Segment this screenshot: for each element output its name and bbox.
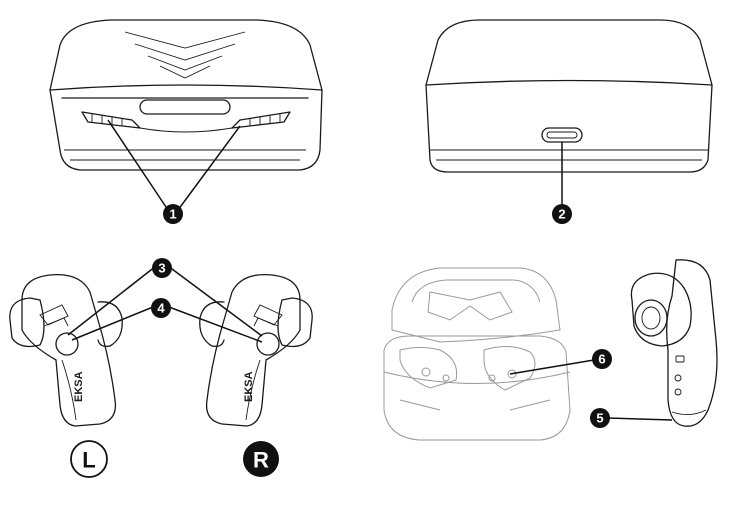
usb-c-port — [541, 127, 583, 143]
callout-1: 1 — [163, 204, 183, 224]
charging-pin — [674, 374, 682, 382]
charging-contact — [507, 369, 517, 379]
right-brand-text: EKSA — [243, 371, 255, 402]
svg-text:R: R — [253, 448, 269, 473]
open-charging-case — [383, 267, 571, 441]
right-touch-sensor — [256, 332, 280, 356]
svg-text:6: 6 — [598, 352, 605, 367]
leader-lines — [67, 119, 673, 421]
callout-6: 6 — [592, 349, 612, 369]
callout-4: 4 — [151, 298, 171, 318]
case-front-view — [49, 19, 323, 171]
callout-3: 3 — [152, 258, 172, 278]
right-earbud: EKSA — [199, 273, 313, 427]
svg-text:2: 2 — [558, 207, 565, 222]
ear-tip — [630, 272, 692, 347]
earbud-side-view — [630, 259, 718, 427]
case-back-view — [425, 19, 713, 173]
callout-2: 2 — [552, 204, 572, 224]
left-touch-sensor — [55, 332, 79, 356]
right-side-badge: R — [243, 441, 279, 477]
left-brand-text: EKSA — [73, 371, 85, 402]
svg-text:1: 1 — [169, 207, 176, 222]
svg-text:3: 3 — [158, 261, 165, 276]
callout-5: 5 — [590, 408, 610, 428]
svg-text:L: L — [82, 448, 95, 473]
left-earbud: EKSA — [9, 273, 123, 427]
svg-text:5: 5 — [596, 411, 603, 426]
svg-text:4: 4 — [157, 301, 165, 316]
left-side-badge: L — [70, 440, 108, 478]
